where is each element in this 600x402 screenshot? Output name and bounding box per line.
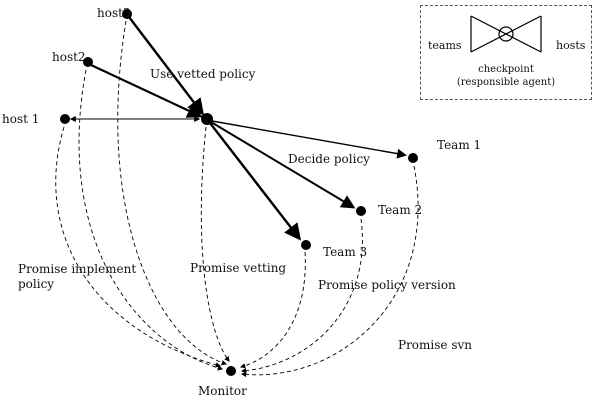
edge-label-promise-svn: Promise svn — [398, 338, 472, 352]
promise-edge-team2-monitor — [240, 218, 363, 374]
edge-label-decide-policy: Decide policy — [288, 152, 370, 166]
node-team1 — [408, 153, 418, 163]
edge-host2-checkpoint — [90, 64, 203, 118]
node-label-monitor: Monitor — [198, 384, 247, 398]
legend-caption-line1: checkpoint — [478, 64, 534, 75]
edge-host3-checkpoint — [128, 16, 205, 116]
node-label-team1: Team 1 — [437, 138, 482, 152]
node-monitor — [226, 366, 236, 376]
legend-label-teams: teams — [428, 39, 462, 52]
node-label-host1: host 1 — [2, 112, 40, 126]
promise-edge-team1-monitor — [240, 165, 419, 378]
node-label-team2: Team 2 — [378, 203, 423, 217]
edge-checkpoint-team1 — [211, 120, 407, 159]
checkpoint-bowtie-icon — [470, 15, 542, 53]
legend-box: teams hosts checkpoint (responsible agen… — [420, 5, 592, 100]
edge-label-promise-vetting: Promise vetting — [190, 261, 287, 275]
node-label-team3: Team 3 — [323, 245, 368, 259]
legend-caption-line2: (responsible agent) — [456, 77, 556, 88]
node-checkpoint — [201, 113, 213, 125]
edge-label-promise-implement-policy: Promise implement policy — [18, 262, 137, 291]
promise-edge-checkpoint-monitor — [200, 126, 230, 362]
node-host1 — [60, 114, 70, 124]
edge-checkpoint-team3 — [209, 122, 302, 241]
node-host3 — [122, 9, 132, 19]
node-label-host2: host2 — [52, 50, 86, 64]
promise-edge-host1-monitor — [55, 126, 222, 368]
promise-edge-team3-monitor — [239, 251, 306, 369]
edge-label-use-vetted-policy: Use vetted policy — [150, 67, 256, 81]
node-team3 — [301, 240, 311, 250]
node-team2 — [356, 206, 366, 216]
edge-label-promise-policy-version: Promise policy version — [318, 278, 456, 292]
node-host2 — [83, 57, 93, 67]
edge-checkpoint-team2 — [210, 121, 356, 209]
promise-edge-host3-monitor — [117, 20, 228, 366]
promise-edge-host2-monitor — [78, 69, 224, 371]
node-label-host3: host3 — [97, 6, 131, 20]
legend-label-hosts: hosts — [556, 39, 586, 52]
